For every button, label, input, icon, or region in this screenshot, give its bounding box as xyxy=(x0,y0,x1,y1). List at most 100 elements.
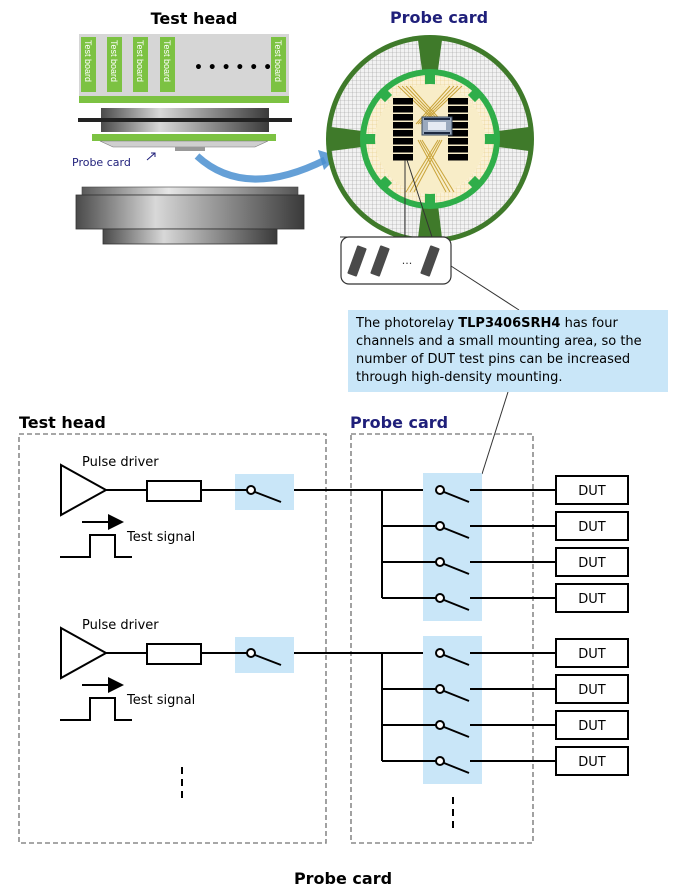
test-board-ellipsis: • • • • • • xyxy=(194,60,272,76)
relay-contact-icon xyxy=(435,756,445,766)
switch-blade-icon xyxy=(254,654,282,666)
test-head-boundary xyxy=(18,433,327,844)
pulse-driver-icon xyxy=(60,626,109,680)
probe-card-ic-window xyxy=(428,122,446,130)
probe-card-callout-label: Probe card xyxy=(72,156,131,169)
relay-package-icons xyxy=(347,245,440,277)
test-board: Test board xyxy=(81,37,96,92)
probe-card-underside xyxy=(99,140,269,148)
relay-pad xyxy=(448,138,468,145)
photorelay-highlight xyxy=(423,636,482,784)
probe-needles xyxy=(175,147,205,151)
probe-card-illustration: Probe card xyxy=(326,8,534,475)
probe-card-inner-spokes xyxy=(366,74,494,204)
test-board: Test board xyxy=(271,37,286,92)
switch-contact-icon xyxy=(246,648,256,658)
test-board-label: Test board xyxy=(109,40,119,82)
probe-card-relay-arrays xyxy=(393,98,468,161)
relay-pad xyxy=(448,154,468,161)
switch-contact-icon xyxy=(246,485,256,495)
test-board: Test board xyxy=(107,37,122,92)
pulse-driver-label: Pulse driver xyxy=(82,455,159,470)
relay-zoom-ellipsis: ... xyxy=(402,254,413,267)
relay-contact-icon xyxy=(435,521,445,531)
relay-contact-icon xyxy=(435,593,445,603)
dut-label: DUT xyxy=(578,755,606,770)
circuit-test-head-title: Test head xyxy=(19,413,106,432)
relay-pad xyxy=(393,130,413,137)
pulse-driver-icon xyxy=(60,463,109,517)
prober-stage-base xyxy=(102,228,278,245)
photorelay-highlight xyxy=(423,473,482,621)
callout-prefix: The photorelay xyxy=(356,316,459,331)
pulse-waveform-icon xyxy=(60,534,132,558)
relay-contact-icon xyxy=(435,648,445,658)
relay-pad xyxy=(393,154,413,161)
relay-pad xyxy=(393,122,413,129)
probe-card-boundary xyxy=(350,433,534,844)
dut-label: DUT xyxy=(578,592,606,607)
dut-box: DUT xyxy=(555,674,629,704)
relay-pad xyxy=(448,106,468,113)
relay-contact-icon xyxy=(435,720,445,730)
test-board-label: Test board xyxy=(135,40,145,82)
probe-card-center xyxy=(375,84,485,194)
test-board: Test board xyxy=(133,37,148,92)
test-head-relay-highlight xyxy=(235,474,294,510)
callout-part-number: TLP3406SRH4 xyxy=(458,316,561,331)
dut-box: DUT xyxy=(555,583,629,613)
dut-box: DUT xyxy=(555,547,629,577)
relay-contact-icon xyxy=(435,684,445,694)
relay-blade-icon xyxy=(443,527,470,539)
relay-pad xyxy=(393,146,413,153)
dut-label: DUT xyxy=(578,647,606,662)
relay-pad xyxy=(448,146,468,153)
relay-pad xyxy=(448,130,468,137)
test-head-flange xyxy=(78,118,292,122)
test-signal-label: Test signal xyxy=(126,530,195,545)
dut-label: DUT xyxy=(578,683,606,698)
zoom-leader-line-2 xyxy=(406,159,433,238)
probe-card-illustration-title: Probe card xyxy=(390,8,488,27)
test-board-label: Test board xyxy=(273,40,283,82)
relay-blade-icon xyxy=(443,726,470,738)
dut-label: DUT xyxy=(578,719,606,734)
prober-stage-body xyxy=(75,194,305,230)
resistor-icon xyxy=(146,480,202,502)
test-board-label: Test board xyxy=(83,40,93,82)
test-signal-label: Test signal xyxy=(126,693,195,708)
test-head-ring-upper xyxy=(101,108,269,118)
relay-contact-icon xyxy=(435,557,445,567)
dut-label: DUT xyxy=(578,520,606,535)
relay-blade-icon xyxy=(443,599,470,611)
callout-leader-top xyxy=(450,265,520,311)
dut-label: DUT xyxy=(578,556,606,571)
circuit-probe-card-title: Probe card xyxy=(350,413,448,432)
relay-pad xyxy=(448,114,468,121)
test-head-ring-lower xyxy=(101,122,269,132)
relay-blade-icon xyxy=(443,762,470,774)
relay-pad xyxy=(393,106,413,113)
photorelay-callout: The photorelay TLP3406SRH4 has four chan… xyxy=(348,310,668,392)
relay-pad xyxy=(448,122,468,129)
test-board-label: Test board xyxy=(162,40,172,82)
relay-blade-icon xyxy=(443,563,470,575)
relay-blade-icon xyxy=(443,654,470,666)
relay-pad xyxy=(393,138,413,145)
probe-card-edge xyxy=(92,134,276,141)
transfer-arrow-icon xyxy=(194,153,327,183)
dut-box: DUT xyxy=(555,710,629,740)
relay-pad xyxy=(393,114,413,121)
dut-box: DUT xyxy=(555,638,629,668)
pulse-driver-label: Pulse driver xyxy=(82,618,159,633)
callout-leader-bottom xyxy=(481,391,509,475)
prober-stage-top xyxy=(81,186,299,196)
figure-caption: Probe card xyxy=(294,869,392,888)
test-head-green-plate xyxy=(79,96,289,103)
dut-box: DUT xyxy=(555,475,629,505)
test-head-relay-highlight xyxy=(235,637,294,673)
